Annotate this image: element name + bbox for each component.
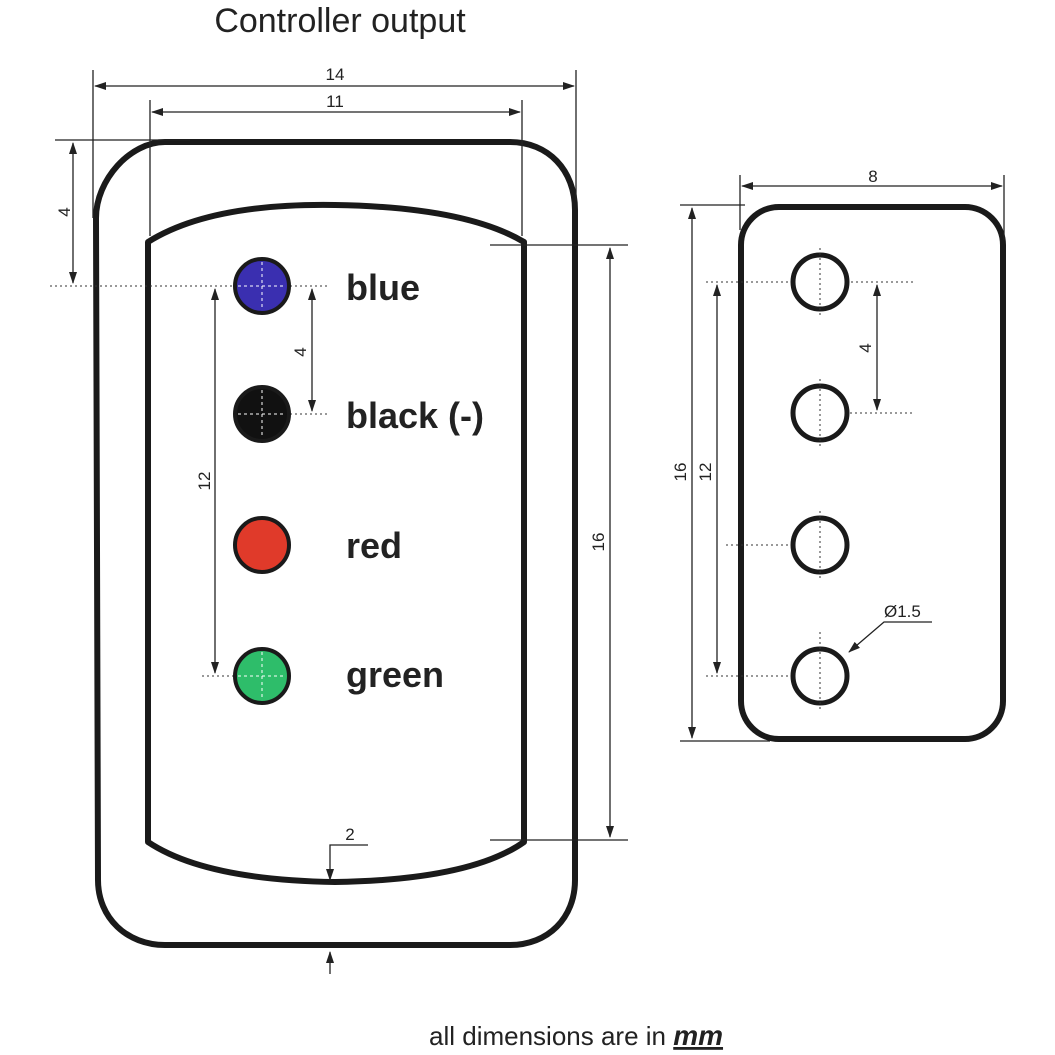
side-hole-1 (790, 248, 850, 318)
pin-label-red: red (346, 525, 402, 566)
dim-label-pin-span: 12 (195, 472, 214, 491)
front-outer-outline (93, 139, 578, 948)
dim-label-bottom-gap: 2 (345, 825, 354, 844)
side-dim-label-width: 8 (868, 167, 877, 186)
pin-red: red (233, 516, 402, 574)
side-hole-2 (790, 379, 850, 449)
side-dim-label-pin-pitch: 4 (856, 343, 875, 352)
side-outline (738, 204, 1006, 742)
pin-blue: blue (233, 257, 420, 315)
pin-dot-red (233, 516, 291, 574)
pin-label-black: black (-) (346, 395, 484, 436)
drawing-title: Controller output (214, 2, 466, 40)
dim-label-overall-width: 14 (326, 65, 345, 84)
side-hole-4 (790, 632, 850, 710)
side-dim-label-hole-diameter: Ø1.5 (884, 602, 921, 621)
pin-label-blue: blue (346, 267, 420, 308)
dim-label-inner-width: 11 (326, 92, 344, 111)
pin-black: black (-) (233, 385, 484, 443)
side-dim-label-height: 16 (671, 463, 690, 482)
side-view: 8 16 12 4 (671, 167, 1006, 742)
dim-label-inner-height: 16 (589, 533, 608, 552)
dim-label-pin-pitch: 4 (291, 347, 310, 356)
side-hole-3 (790, 511, 850, 581)
units-note-text: all dimensions are in (429, 1021, 673, 1051)
units-note: all dimensions are in mm (429, 1020, 723, 1051)
front-inner-face (145, 201, 527, 885)
units-note-unit: mm (673, 1020, 723, 1051)
pin-label-green: green (346, 654, 444, 695)
pin-green: green (233, 647, 444, 705)
side-dim-label-pin-span: 12 (696, 463, 715, 482)
dim-label-top-offset: 4 (55, 207, 74, 216)
dim-leader-bottom-gap (326, 844, 368, 881)
front-view: 14 11 4 4 12 16 2 blue (50, 65, 628, 974)
side-dim-leader-hole-diameter (848, 621, 932, 653)
